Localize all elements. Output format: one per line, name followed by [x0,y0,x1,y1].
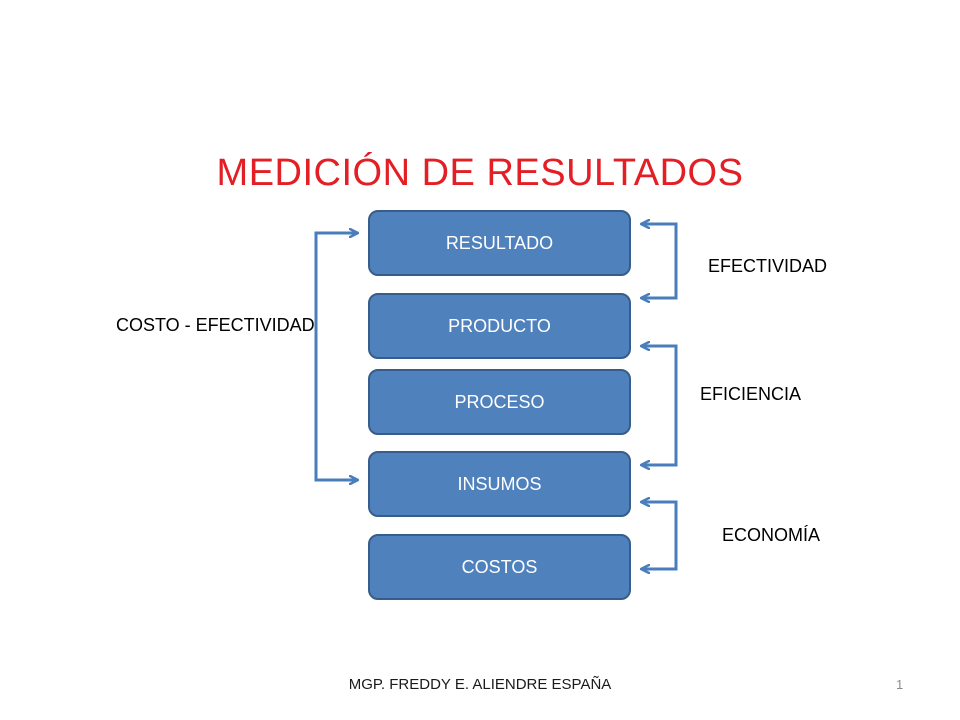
bracket-eficiencia-bottom-arrow [641,400,678,465]
box-resultado: RESULTADO [368,210,631,276]
label-economia: ECONOMÍA [722,525,821,545]
label-costo-efectividad: COSTO - EFECTIVIDAD [116,315,315,335]
bracket-costo-efectividad-bottom-arrow [314,330,358,480]
box-costos: COSTOS [368,534,631,600]
bracket-economia-bottom-arrow [641,535,678,569]
page-title: MEDICIÓN DE RESULTADOS [216,152,744,194]
label-efectividad: EFECTIVIDAD [708,256,828,276]
bracket-eficiencia-top-arrow [641,346,678,400]
bracket-efectividad-bottom-arrow [641,290,678,298]
page-number: 1 [896,677,904,692]
bracket-costo-efectividad-top-arrow [314,233,358,330]
box-insumos: INSUMOS [368,451,631,517]
bracket-economia-top-arrow [641,502,678,535]
box-proceso: PROCESO [368,369,631,435]
label-eficiencia: EFICIENCIA [700,384,802,404]
bracket-efectividad-top-arrow [641,224,678,290]
box-producto: PRODUCTO [368,293,631,359]
footer-author: MGP. FREDDY E. ALIENDRE ESPAÑA [348,676,612,693]
